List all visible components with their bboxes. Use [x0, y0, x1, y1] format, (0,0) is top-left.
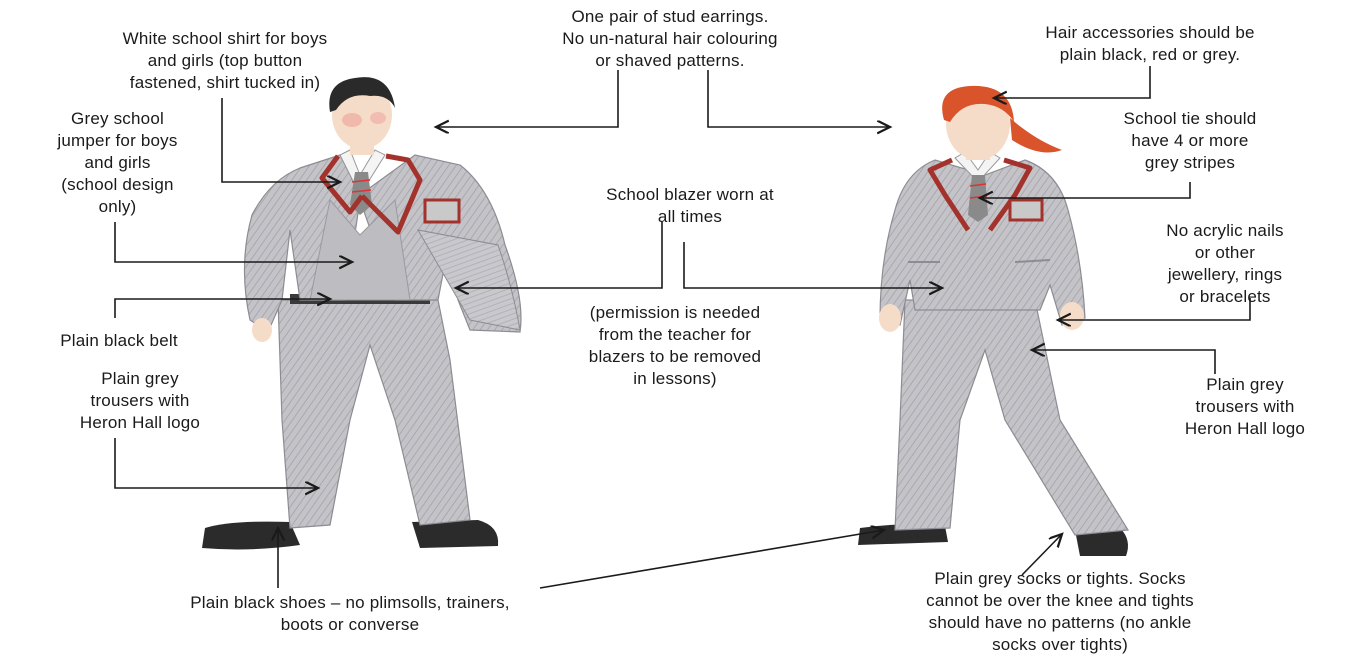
boy-trousers	[278, 300, 470, 528]
label-trousers-left-line-3: Heron Hall logo	[30, 412, 250, 434]
boy-left-shoe	[202, 522, 300, 550]
label-blazer-note-line-3: blazers to be removed	[530, 346, 820, 368]
girl-ponytail	[1010, 118, 1062, 152]
label-tie-line-3: grey stripes	[1080, 152, 1300, 174]
girl-badge	[1010, 200, 1042, 220]
label-hair-accessories-line-1: Hair accessories should be	[965, 22, 1335, 44]
label-trousers-left-line-2: trousers with	[30, 390, 250, 412]
label-socks-line-4: socks over tights)	[860, 634, 1260, 656]
label-hair-accessories-line-2: plain black, red or grey.	[965, 44, 1335, 66]
boy-hand	[252, 318, 272, 342]
label-blazer-line-1: School blazer worn at	[540, 184, 840, 206]
label-nails: No acrylic nails or other jewellery, rin…	[1125, 220, 1325, 308]
label-shoes: Plain black shoes – no plimsolls, traine…	[150, 592, 550, 636]
label-blazer-note: (permission is needed from the teacher f…	[530, 302, 820, 390]
label-trousers-left: Plain grey trousers with Heron Hall logo	[30, 368, 250, 434]
label-hair-accessories: Hair accessories should be plain black, …	[965, 22, 1335, 66]
label-trousers-right-line-1: Plain grey	[1140, 374, 1350, 396]
label-shoes-line-1: Plain black shoes – no plimsolls, traine…	[150, 592, 550, 614]
label-blazer: School blazer worn at all times	[540, 184, 840, 228]
label-shirt: White school shirt for boys and girls (t…	[45, 28, 405, 94]
label-nails-line-1: No acrylic nails	[1125, 220, 1325, 242]
label-trousers-left-line-1: Plain grey	[30, 368, 250, 390]
label-earrings-line-1: One pair of stud earrings.	[505, 6, 835, 28]
arrow-hair-accessories	[994, 66, 1150, 98]
label-blazer-note-line-4: in lessons)	[530, 368, 820, 390]
label-belt: Plain black belt	[14, 330, 224, 352]
girl-right-hand	[1060, 302, 1084, 330]
label-jumper-line-5: only)	[0, 196, 235, 218]
arrow-trousers-right	[1032, 350, 1215, 374]
label-belt-line-1: Plain black belt	[14, 330, 224, 352]
label-tie-line-2: have 4 or more	[1080, 130, 1300, 152]
label-blazer-line-2: all times	[540, 206, 840, 228]
label-earrings-line-2: No un-natural hair colouring	[505, 28, 835, 50]
label-socks-line-1: Plain grey socks or tights. Socks	[860, 568, 1260, 590]
label-tie: School tie should have 4 or more grey st…	[1080, 108, 1300, 174]
label-shirt-line-1: White school shirt for boys	[45, 28, 405, 50]
label-trousers-right-line-3: Heron Hall logo	[1140, 418, 1350, 440]
boy-badge	[425, 200, 459, 222]
label-socks-line-3: should have no patterns (no ankle	[860, 612, 1260, 634]
label-tie-line-1: School tie should	[1080, 108, 1300, 130]
label-blazer-note-line-2: from the teacher for	[530, 324, 820, 346]
label-shirt-line-2: and girls (top button	[45, 50, 405, 72]
label-earrings: One pair of stud earrings. No un-natural…	[505, 6, 835, 72]
label-earrings-line-3: or shaved patterns.	[505, 50, 835, 72]
label-jumper-line-2: jumper for boys	[0, 130, 235, 152]
boy-figure	[202, 77, 521, 549]
label-jumper: Grey school jumper for boys and girls (s…	[0, 108, 235, 218]
label-trousers-right: Plain grey trousers with Heron Hall logo	[1140, 374, 1350, 440]
label-shoes-line-2: boots or converse	[150, 614, 550, 636]
label-jumper-line-1: Grey school	[0, 108, 235, 130]
girl-left-hand	[879, 304, 901, 332]
label-socks: Plain grey socks or tights. Socks cannot…	[860, 568, 1260, 656]
label-jumper-line-4: (school design	[0, 174, 235, 196]
girl-trousers	[895, 300, 1128, 535]
arrow-earrings-boy	[436, 70, 618, 127]
label-trousers-right-line-2: trousers with	[1140, 396, 1350, 418]
label-jumper-line-3: and girls	[0, 152, 235, 174]
label-socks-line-2: cannot be over the knee and tights	[860, 590, 1260, 612]
label-shirt-line-3: fastened, shirt tucked in)	[45, 72, 405, 94]
label-nails-line-4: or bracelets	[1125, 286, 1325, 308]
label-nails-line-3: jewellery, rings	[1125, 264, 1325, 286]
arrow-earrings-girl	[708, 70, 890, 127]
label-blazer-note-line-1: (permission is needed	[530, 302, 820, 324]
arrow-shoes-girl	[540, 530, 884, 588]
label-nails-line-2: or other	[1125, 242, 1325, 264]
